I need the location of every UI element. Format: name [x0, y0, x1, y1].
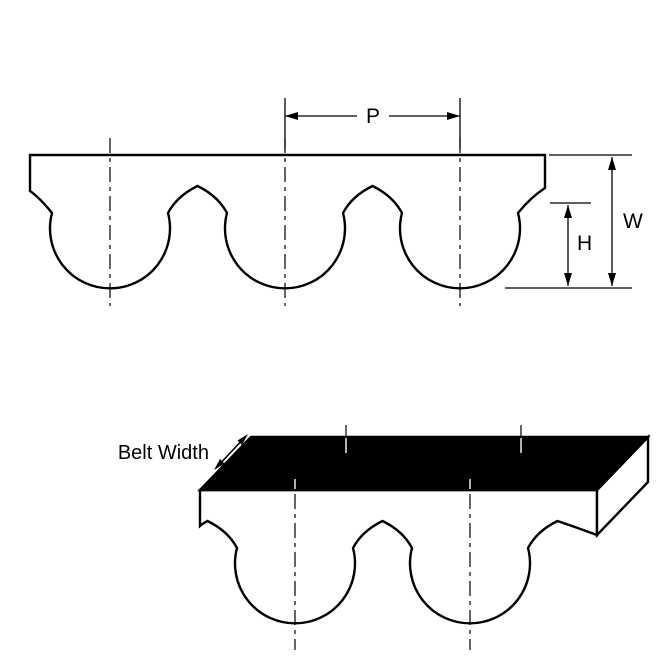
arrowhead-up — [564, 205, 572, 218]
belt-front-face — [198, 488, 599, 625]
arrowhead-left — [285, 112, 298, 120]
belt-profile-shape — [28, 153, 547, 290]
pitch-label: P — [366, 105, 380, 128]
isometric-view: Belt Width — [118, 425, 651, 650]
arrowhead-lower — [214, 459, 225, 470]
height-dimension: H — [550, 202, 592, 286]
belt-top-face — [197, 435, 651, 492]
profile-view: P W H — [28, 98, 643, 306]
arrowhead-up — [608, 157, 616, 170]
arrowhead-down — [608, 273, 616, 286]
belt-width-label: Belt Width — [118, 442, 209, 464]
pitch-dimension: P — [284, 98, 461, 149]
arrowhead-upper — [237, 434, 248, 445]
belt-width-annotation: Belt Width — [118, 434, 248, 470]
width-dimension: W — [505, 154, 643, 289]
arrowhead-right — [447, 112, 460, 120]
belt-thickness-label: W — [623, 210, 643, 233]
arrowhead-down — [564, 273, 572, 286]
tooth-height-label: H — [577, 232, 592, 255]
